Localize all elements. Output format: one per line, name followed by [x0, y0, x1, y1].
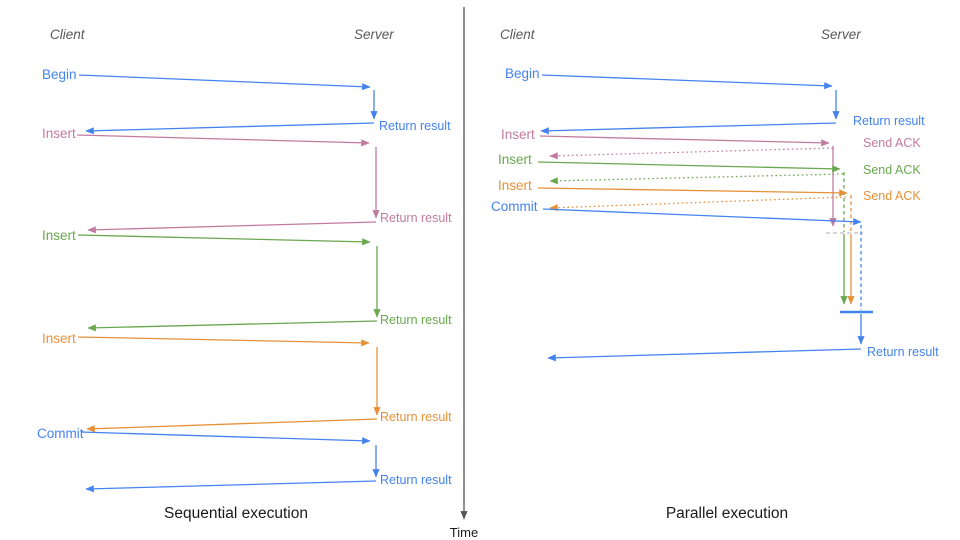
ack-arrow [549, 147, 834, 160]
message-label: Commit [491, 199, 538, 214]
return-label: Return result [853, 114, 925, 128]
sequential-row-insert-1: Insert Return result [42, 126, 452, 234]
parallel-row-commit: Commit Return result [491, 199, 939, 362]
ack-label: Send ACK [863, 189, 921, 203]
request-arrow [77, 234, 371, 246]
message-label: Insert [501, 127, 535, 142]
request-arrow [537, 161, 841, 173]
parallel-row-insert-2: Insert Send ACK [498, 152, 921, 305]
sequential-row-insert-2: Insert Return result [42, 228, 452, 332]
time-axis-label: Time [450, 525, 478, 540]
parallel-caption: Parallel execution [666, 505, 788, 522]
message-label: Commit [37, 426, 84, 441]
request-arrow [78, 74, 371, 91]
parallel-row-begin: Begin Return result [505, 66, 925, 135]
parallel-row-insert-3: Insert Send ACK [498, 178, 921, 305]
parallel-client-header: Client [500, 27, 536, 42]
ack-label: Send ACK [863, 163, 921, 177]
parallel-panel: Client Server Begin Return result Insert… [491, 27, 939, 522]
sequential-row-commit: Commit Return result [37, 426, 452, 493]
message-label: Insert [498, 152, 532, 167]
ack-arrow [549, 173, 844, 185]
return-label: Return result [380, 473, 452, 487]
message-label: Insert [42, 126, 76, 141]
return-label: Return result [867, 345, 939, 359]
request-arrow [77, 336, 370, 347]
sequential-client-header: Client [50, 27, 86, 42]
message-label: Begin [505, 66, 540, 81]
return-arrow [87, 221, 377, 234]
message-label: Insert [42, 228, 76, 243]
sequential-server-header: Server [354, 27, 394, 42]
request-arrow [76, 134, 370, 147]
return-arrow [86, 418, 378, 433]
request-arrow [537, 187, 848, 197]
ack-label: Send ACK [863, 136, 921, 150]
request-arrow [539, 135, 830, 147]
sequential-caption: Sequential execution [164, 505, 308, 522]
return-label: Return result [380, 410, 452, 424]
return-arrow [85, 480, 377, 493]
message-label: Insert [498, 178, 532, 193]
message-label: Begin [42, 67, 77, 82]
sequential-row-begin: Begin Return result [42, 67, 451, 135]
parallel-row-insert-1: Insert Send ACK [501, 127, 921, 227]
return-arrow [540, 122, 837, 135]
return-arrow [87, 320, 378, 332]
request-arrow [541, 74, 833, 90]
sequential-panel: Client Server Begin Return result Insert… [37, 27, 452, 522]
request-arrow [80, 431, 371, 445]
return-label: Return result [380, 313, 452, 327]
sequential-row-insert-3: Insert Return result [42, 331, 452, 433]
return-label: Return result [379, 119, 451, 133]
request-arrow [542, 208, 862, 226]
time-axis: Time [450, 7, 478, 540]
return-arrow [547, 348, 862, 362]
ack-arrow [549, 196, 847, 212]
parallel-server-header: Server [821, 27, 861, 42]
return-label: Return result [380, 211, 452, 225]
return-arrow [85, 122, 375, 135]
message-label: Insert [42, 331, 76, 346]
